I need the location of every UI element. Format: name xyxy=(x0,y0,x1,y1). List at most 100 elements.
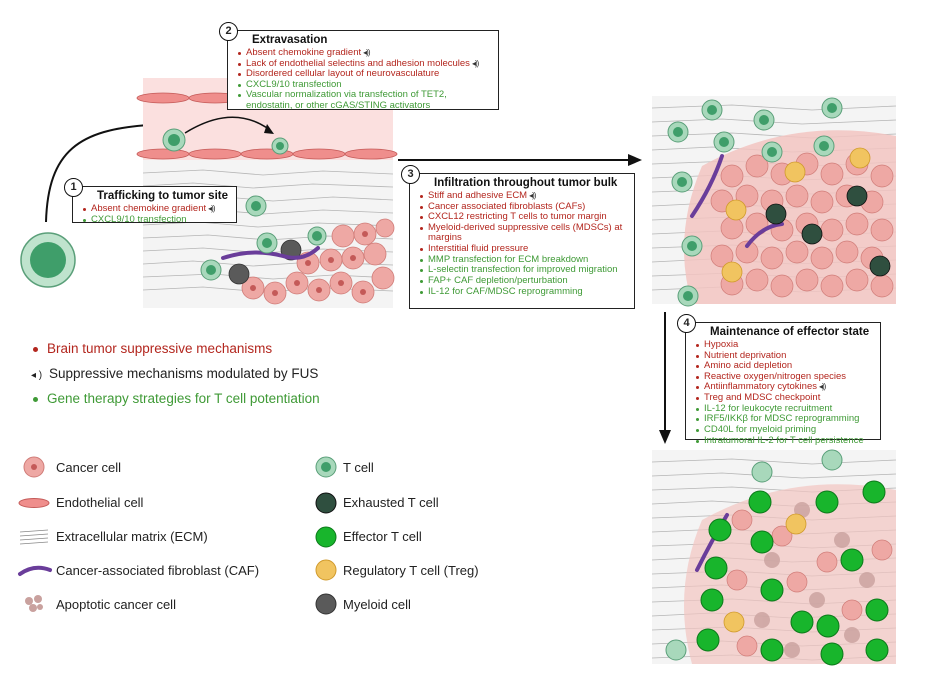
panel-item-text: Lack of endothelial selectins and adhesi… xyxy=(246,57,470,69)
panel-item: Hypoxia xyxy=(696,338,874,351)
key-suppressive: Brain tumor suppressive mechanisms xyxy=(33,341,272,356)
fus-wave-icon: ◂)) xyxy=(529,190,536,200)
panel-item: IRF5/IKKβ for MDSC reprogramming xyxy=(696,413,874,425)
green-bullet-icon xyxy=(33,396,38,402)
fus-wave-icon: ◂)) xyxy=(208,203,215,213)
panel-item-text: CXCL12 restricting T cells to tumor marg… xyxy=(428,211,607,223)
panel-item: Antiinflammatory cytokines◂)) xyxy=(696,381,874,393)
panel-title: Maintenance of effector state xyxy=(710,326,870,338)
panel-item-text: L-selectin transfection for improved mig… xyxy=(428,264,618,276)
panel-number: 3 xyxy=(401,165,420,184)
scene-infiltration xyxy=(651,96,897,307)
panel-item: Vascular normalization via transfection … xyxy=(238,89,492,111)
panel-item-text: Stiff and adhesive ECM xyxy=(428,189,528,201)
treg-icon xyxy=(315,559,337,581)
panel-number: 1 xyxy=(64,178,83,197)
panel-item-text: CXCL9/10 transfection xyxy=(91,213,187,225)
panel-infiltration: 3 Infiltration throughout tumor bulk Sti… xyxy=(401,165,635,309)
panel-item-text: Vascular normalization via transfection … xyxy=(246,89,447,111)
key-label: Gene therapy strategies for T cell poten… xyxy=(47,391,320,406)
cancer-cell-icon xyxy=(23,456,45,478)
red-bullet-icon xyxy=(33,346,38,352)
legend-effector: Effector T cell xyxy=(343,529,422,544)
ecm-icon xyxy=(19,529,49,545)
panel-item: L-selectin transfection for improved mig… xyxy=(420,264,628,276)
t-cell-icon xyxy=(315,456,337,478)
panel-item-text: Myeloid-derived suppressive cells (MDSCs… xyxy=(428,221,623,244)
panel-item: Treg and MDSC checkpoint xyxy=(696,392,874,404)
fus-wave-icon: ◂)) xyxy=(471,58,479,68)
panel-item: Intratumoral IL-2 for T cell persistence xyxy=(696,434,874,447)
panel-item-text: Nutrient deprivation xyxy=(704,349,787,361)
legend-treg: Regulatory T cell (Treg) xyxy=(343,563,479,578)
panel-title: Trafficking to tumor site xyxy=(97,190,228,202)
panel-item-text: IL-12 for leukocyte recruitment xyxy=(704,402,833,414)
key-gene-therapy: Gene therapy strategies for T cell poten… xyxy=(33,391,320,406)
panel-number: 4 xyxy=(677,314,696,333)
fus-wave-icon: ◂)) xyxy=(818,382,826,392)
fus-wave-icon: ◂ ) xyxy=(31,370,43,381)
scene-effector xyxy=(651,449,897,666)
legend-caf: Cancer-associated fibroblast (CAF) xyxy=(56,563,260,578)
panel-item-text: Cancer associated fibroblasts (CAFs) xyxy=(428,200,586,212)
legend-exhausted: Exhausted T cell xyxy=(343,495,439,510)
panel-item-text: CXCL9/10 transfection xyxy=(246,78,342,90)
panel-item-text: FAP+ CAF depletion/perturbation xyxy=(428,274,568,286)
legend-ecm: Extracellular matrix (ECM) xyxy=(56,529,208,544)
key-label: Brain tumor suppressive mechanisms xyxy=(47,341,273,356)
legend-apoptotic: Apoptotic cancer cell xyxy=(56,597,176,612)
panel-item-text: Interstitial fluid pressure xyxy=(428,243,529,254)
panel-item-text: Reactive oxygen/nitrogen species xyxy=(704,370,847,382)
panel-item: Reactive oxygen/nitrogen species xyxy=(696,370,874,383)
panel-item: Interstitial fluid pressure xyxy=(420,243,628,255)
effector-t-cell-icon xyxy=(315,526,337,548)
legend-endothelial: Endothelial cell xyxy=(56,495,144,510)
panel-item-text: IRF5/IKKβ for MDSC reprogramming xyxy=(704,413,860,425)
legend-tcell: T cell xyxy=(343,460,374,475)
panel-list: Absent chemokine gradient◂))Lack of endo… xyxy=(234,46,492,112)
legend-icons xyxy=(18,456,337,615)
panel-list: Stiff and adhesive ECM◂))Cancer associat… xyxy=(416,189,628,297)
panel-item: Myeloid-derived suppressive cells (MDSCs… xyxy=(420,221,628,244)
endothelial-cell-icon xyxy=(18,498,50,508)
panel-item-text: Intratumoral IL-2 for T cell persistence xyxy=(704,434,864,446)
panel-item-text: IL-12 for CAF/MDSC reprogramming xyxy=(428,285,583,297)
panel-item: CXCL12 restricting T cells to tumor marg… xyxy=(420,211,628,223)
panel-item-text: Disordered cellular layout of neurovascu… xyxy=(246,68,440,80)
panel-extravasation: 2 Extravasation Absent chemokine gradien… xyxy=(219,22,499,112)
panel-item: CD40L for myeloid priming xyxy=(696,423,874,436)
panel-item-text: Absent chemokine gradient xyxy=(246,46,362,58)
panel-item-text: Antiinflammatory cytokines xyxy=(704,381,817,393)
panel-item: Disordered cellular layout of neurovascu… xyxy=(238,68,492,80)
key-fus: ◂ ) Suppressive mechanisms modulated by F… xyxy=(31,366,318,381)
apoptotic-cell-icon xyxy=(25,595,43,612)
legend-cancer: Cancer cell xyxy=(56,460,122,475)
panel-item: Amino acid depletion xyxy=(696,360,874,372)
caf-icon xyxy=(18,565,52,576)
free-t-cell xyxy=(20,232,76,288)
panel-title: Extravasation xyxy=(252,34,328,46)
panel-item-text: CD40L for myeloid priming xyxy=(704,423,817,435)
panel-item: Nutrient deprivation xyxy=(696,349,874,362)
maintenance-arrow xyxy=(659,312,671,444)
panel-item: Stiff and adhesive ECM◂)) xyxy=(420,189,628,202)
panel-item-text: Hypoxia xyxy=(704,338,739,350)
panel-item-text: Amino acid depletion xyxy=(704,360,793,372)
panel-item: Absent chemokine gradient◂)) xyxy=(238,46,492,59)
panel-item: Lack of endothelial selectins and adhesi… xyxy=(238,57,492,70)
key-label: Suppressive mechanisms modulated by FUS xyxy=(49,366,319,381)
panel-list: Absent chemokine gradient◂))CXCL9/10 tra… xyxy=(79,202,230,225)
panel-item-text: Absent chemokine gradient xyxy=(91,202,207,214)
panel-title: Infiltration throughout tumor bulk xyxy=(434,177,618,189)
infiltration-arrow xyxy=(398,154,642,166)
fus-wave-icon: ◂)) xyxy=(363,47,370,57)
exhausted-t-cell-icon xyxy=(315,492,337,514)
legend-myeloid: Myeloid cell xyxy=(343,597,411,612)
panel-item: CXCL9/10 transfection xyxy=(238,78,492,91)
panel-item: FAP+ CAF depletion/perturbation xyxy=(420,274,628,287)
panel-number: 2 xyxy=(219,22,238,41)
panel-trafficking: 1 Trafficking to tumor site Absent chemo… xyxy=(64,178,237,225)
panel-item: Absent chemokine gradient◂)) xyxy=(83,202,230,215)
